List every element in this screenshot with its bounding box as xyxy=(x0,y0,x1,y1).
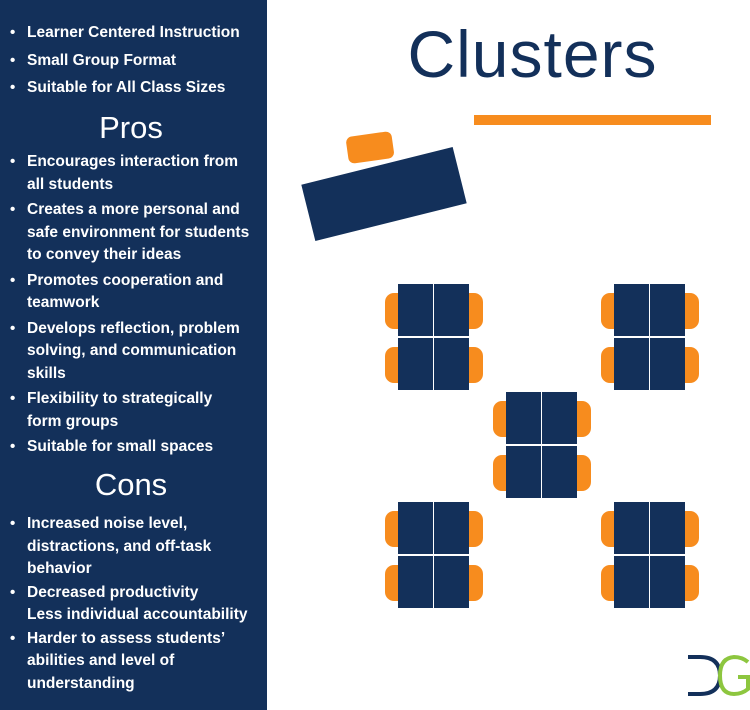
list-item-text: all students xyxy=(27,175,114,193)
student-desk xyxy=(614,556,649,608)
title-underline xyxy=(474,115,711,125)
student-desk xyxy=(434,284,469,336)
list-item-text: Promotes cooperation and xyxy=(27,271,224,289)
student-desk xyxy=(614,502,649,554)
desk-cluster xyxy=(385,502,483,608)
list-item-text: Suitable for small spaces xyxy=(27,438,214,455)
list-item-text: solving, and communication xyxy=(27,342,237,359)
bullet-icon: • xyxy=(10,438,16,455)
teacher-chair xyxy=(346,131,394,164)
list-item-text: skills xyxy=(27,364,66,382)
bullet-icon: • xyxy=(10,24,16,41)
list-item-text: understanding xyxy=(27,674,135,692)
logo-d-shape xyxy=(688,655,723,696)
list-item-text: Suitable for All Class Sizes xyxy=(27,79,226,96)
student-desk xyxy=(398,502,433,554)
pros-heading: Pros xyxy=(99,110,163,145)
desk-cluster xyxy=(493,392,591,498)
list-item-text: abilities and level of xyxy=(27,652,175,669)
pros-list: • Encourages interaction from all students… xyxy=(0,151,267,462)
cons-heading: Cons xyxy=(94,467,168,502)
student-desk xyxy=(506,446,541,498)
bullet-icon: • xyxy=(10,515,16,532)
list-item: • Suitable for All Class Sizes xyxy=(0,77,267,100)
desk-clusters xyxy=(385,284,699,608)
sidebar-panel: • Learner Centered Instruction • Small Grou… xyxy=(0,0,267,710)
list-item: • Creates a more personal and safe environ… xyxy=(0,199,267,267)
list-item-text: Flexibility to strategically xyxy=(27,390,213,407)
list-item: • Flexibility to strategically form groups xyxy=(0,388,267,433)
bullet-icon: • xyxy=(10,319,16,337)
list-item-text: Decreased productivity xyxy=(27,583,199,601)
list-item: • Encourages interaction from all students xyxy=(0,151,267,196)
list-item-text: Encourages interaction from xyxy=(27,153,239,170)
list-item-text: Harder to assess students’ xyxy=(27,629,226,647)
list-item-text: safe environment for students xyxy=(27,223,250,241)
list-item-text: Creates a more personal and xyxy=(27,201,240,218)
intro-list: • Learner Centered Instruction • Small Grou… xyxy=(0,22,267,105)
student-desk xyxy=(542,392,577,444)
desk-cluster xyxy=(601,502,699,608)
list-item: • Promotes cooperation and teamwork xyxy=(0,270,267,315)
student-desk xyxy=(650,502,685,554)
list-item-text: Increased noise level, xyxy=(27,515,188,532)
list-item: • Increased noise level, distractions, and… xyxy=(0,513,267,581)
student-desk xyxy=(434,556,469,608)
list-item-text: form groups xyxy=(27,412,119,430)
teacher-desk xyxy=(301,146,467,242)
teacher-area xyxy=(301,131,467,242)
student-desk xyxy=(434,502,469,554)
bullet-icon: • xyxy=(10,153,16,170)
student-desk xyxy=(398,284,433,336)
list-item: • Learner Centered Instruction xyxy=(0,22,267,45)
list-item-text: Less individual accountability xyxy=(27,606,248,623)
student-desk xyxy=(650,556,685,608)
student-desk xyxy=(614,338,649,390)
list-item: • Develops reflection, problem solving, an… xyxy=(0,318,267,386)
student-desk xyxy=(650,338,685,390)
list-item-text: distractions, and off-task xyxy=(27,537,212,555)
bullet-icon: • xyxy=(10,583,16,601)
desk-cluster xyxy=(385,284,483,390)
list-item-text: Learner Centered Instruction xyxy=(27,24,240,41)
student-desk xyxy=(506,392,541,444)
list-item-text: Small Group Format xyxy=(27,51,176,69)
bullet-icon: • xyxy=(10,390,16,407)
student-desk xyxy=(650,284,685,336)
page-title: Clusters xyxy=(407,17,658,91)
student-desk xyxy=(614,284,649,336)
student-desk xyxy=(398,338,433,390)
bullet-icon: • xyxy=(10,629,16,647)
desk-cluster xyxy=(601,284,699,390)
student-desk xyxy=(542,446,577,498)
student-desk xyxy=(434,338,469,390)
cons-list: • Increased noise level, distractions, and… xyxy=(0,513,267,696)
list-item-text: behavior xyxy=(27,560,92,577)
list-item-text: teamwork xyxy=(27,294,100,311)
list-item: • Suitable for small spaces xyxy=(0,436,267,459)
bullet-icon: • xyxy=(10,79,16,96)
bullet-icon: • xyxy=(10,271,16,289)
list-item-text: to convey their ideas xyxy=(27,246,182,263)
logo-g-shape xyxy=(717,654,750,697)
student-desk xyxy=(398,556,433,608)
list-item-text: Develops reflection, problem xyxy=(27,319,240,337)
list-item: • Small Group Format xyxy=(0,50,267,73)
bullet-icon: • xyxy=(10,201,16,218)
list-item: • Harder to assess students’ abilities and… xyxy=(0,628,267,696)
bullet-icon: • xyxy=(10,51,16,69)
